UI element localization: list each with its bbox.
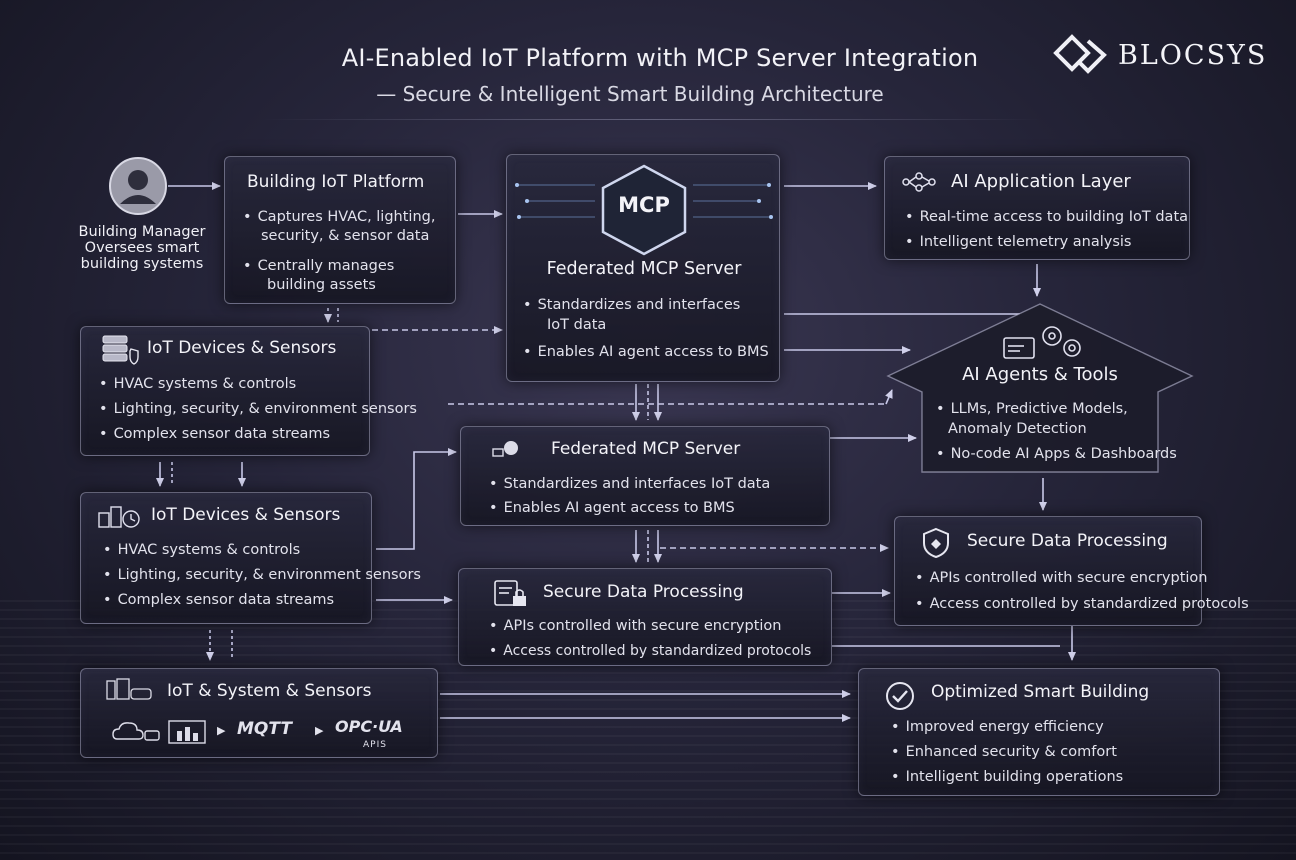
nodes-icon: [492, 441, 518, 457]
person-avatar-icon: [109, 157, 167, 215]
network-nodes-icon: [902, 172, 936, 192]
ai-agents-bullet-1a: LLMs, Predictive Models,: [936, 399, 1128, 419]
iot-devices-sensors-box-1: IoT Devices & Sensors HVAC systems & con…: [80, 326, 417, 456]
mcp-main-bullet-1a: Standardizes and interfaces: [523, 295, 741, 315]
building-iot-platform-box: Building IoT Platform Captures HVAC, lig…: [224, 156, 456, 304]
federated-mcp-server-main-box: MCP Federated MCP Server Standardizes an…: [506, 154, 780, 382]
mcp-main-bullet-1b: IoT data: [547, 317, 607, 333]
iot-devices-sensors-box-2: IoT Devices & Sensors HVAC systems & con…: [80, 492, 421, 624]
circuit-pattern-icon: [515, 183, 773, 219]
manager-block: Building Manager Oversees smart building…: [66, 224, 218, 272]
secure-center-title: Secure Data Processing: [543, 582, 744, 602]
iot-system-sensors-box: IoT & System & Sensors ▶ MQTT ▶ OPC·UA A…: [80, 668, 438, 758]
secure-data-processing-center-box: Secure Data Processing APIs controlled w…: [458, 568, 832, 666]
ai-application-layer-box: AI Application Layer Real-time access to…: [884, 156, 1190, 260]
page-title: AI-Enabled IoT Platform with MCP Server …: [341, 44, 979, 72]
optimized-bullet-3: Intelligent building operations: [891, 767, 1124, 787]
ai-agents-title: AI Agents & Tools: [962, 364, 1118, 385]
devices1-title: IoT Devices & Sensors: [147, 338, 337, 358]
opcua-label: OPC·UA: [335, 717, 403, 736]
opcua-apis-label: APIS: [363, 740, 387, 750]
logo-text: BLOCSYS: [1118, 39, 1268, 71]
manager-name: Building Manager: [78, 224, 206, 240]
optimized-bullet-2: Enhanced security & comfort: [891, 742, 1117, 762]
flow-arrow-2-icon: ▶: [315, 724, 324, 737]
devices1-bullet-1: HVAC systems & controls: [99, 374, 297, 394]
ai-app-title: AI Application Layer: [951, 171, 1131, 192]
devices1-bullet-2: Lighting, security, & environment sensor…: [99, 399, 417, 419]
system-title: IoT & System & Sensors: [167, 681, 372, 701]
ai-agents-bullet-1b: Anomaly Detection: [948, 421, 1087, 437]
optimized-smart-building-box: Optimized Smart Building Improved energy…: [858, 668, 1220, 796]
cloud-devices-icon: [112, 722, 160, 741]
iot-platform-bullet-2a: Centrally manages: [243, 256, 395, 276]
iot-platform-bullet-2b: building assets: [267, 277, 376, 293]
chart-upload-icon: [168, 720, 206, 744]
devices2-bullet-3: Complex sensor data streams: [103, 590, 335, 610]
mcp-main-title: Federated MCP Server: [546, 259, 742, 279]
ai-agents-bullet-2: No-code AI Apps & Dashboards: [936, 444, 1177, 464]
mcp-main-bullet-2: Enables AI agent access to BMS: [523, 342, 769, 362]
mcp2-bullet-2: Enables AI agent access to BMS: [489, 498, 735, 518]
optimized-bullet-1: Improved energy efficiency: [891, 717, 1104, 737]
devices-clock-icon: [98, 506, 140, 528]
secure-data-processing-right-box: Secure Data Processing APIs controlled w…: [894, 516, 1249, 626]
devices2-bullet-2: Lighting, security, & environment sensor…: [103, 565, 421, 585]
ai-app-bullet-1: Real-time access to building IoT data: [905, 207, 1188, 227]
manager-desc-1: Oversees smart: [84, 240, 200, 256]
secure-right-bullet-1: APIs controlled with secure encryption: [915, 568, 1208, 588]
server-stack-icon: [102, 335, 139, 365]
blocsys-logo-icon: [1053, 34, 1107, 74]
check-circle-icon: [886, 682, 914, 710]
mcp2-title: Federated MCP Server: [551, 439, 741, 459]
arrow-devices2-to-mcp2: [376, 448, 457, 550]
shield-icon: [923, 527, 949, 559]
blocsys-logo: BLOCSYS: [1052, 30, 1282, 80]
ai-agents-shape: [886, 303, 1194, 473]
mqtt-label: MQTT: [237, 719, 292, 739]
devices-group-icon: [106, 678, 152, 700]
optimized-title: Optimized Smart Building: [931, 682, 1150, 702]
iot-platform-bullet-1a: Captures HVAC, lighting,: [243, 207, 436, 227]
document-lock-icon: [494, 580, 526, 606]
page-subtitle: — Secure & Intelligent Smart Building Ar…: [376, 82, 884, 106]
secure-right-title: Secure Data Processing: [967, 531, 1168, 551]
secure-center-bullet-2: Access controlled by standardized protoc…: [489, 641, 811, 661]
secure-right-bullet-2: Access controlled by standardized protoc…: [915, 594, 1249, 614]
ai-app-bullet-2: Intelligent telemetry analysis: [905, 232, 1132, 252]
title-divider: [262, 119, 1042, 120]
secure-center-bullet-1: APIs controlled with secure encryption: [489, 616, 782, 636]
devices2-bullet-1: HVAC systems & controls: [103, 540, 301, 560]
mcp2-bullet-1: Standardizes and interfaces IoT data: [489, 474, 771, 494]
iot-platform-bullet-1b: security, & sensor data: [261, 228, 430, 244]
devices1-bullet-3: Complex sensor data streams: [99, 424, 331, 444]
federated-mcp-server-box-2: Federated MCP Server Standardizes and in…: [460, 426, 830, 526]
gears-dashboard-icon: [1003, 326, 1081, 359]
mcp-badge-text: MCP: [618, 193, 670, 217]
manager-desc-2: building systems: [80, 256, 204, 272]
flow-arrow-1-icon: ▶: [217, 724, 226, 737]
devices2-title: IoT Devices & Sensors: [151, 505, 341, 525]
hexagon-circuit-icon: [601, 164, 687, 256]
iot-platform-title: Building IoT Platform: [247, 172, 425, 192]
